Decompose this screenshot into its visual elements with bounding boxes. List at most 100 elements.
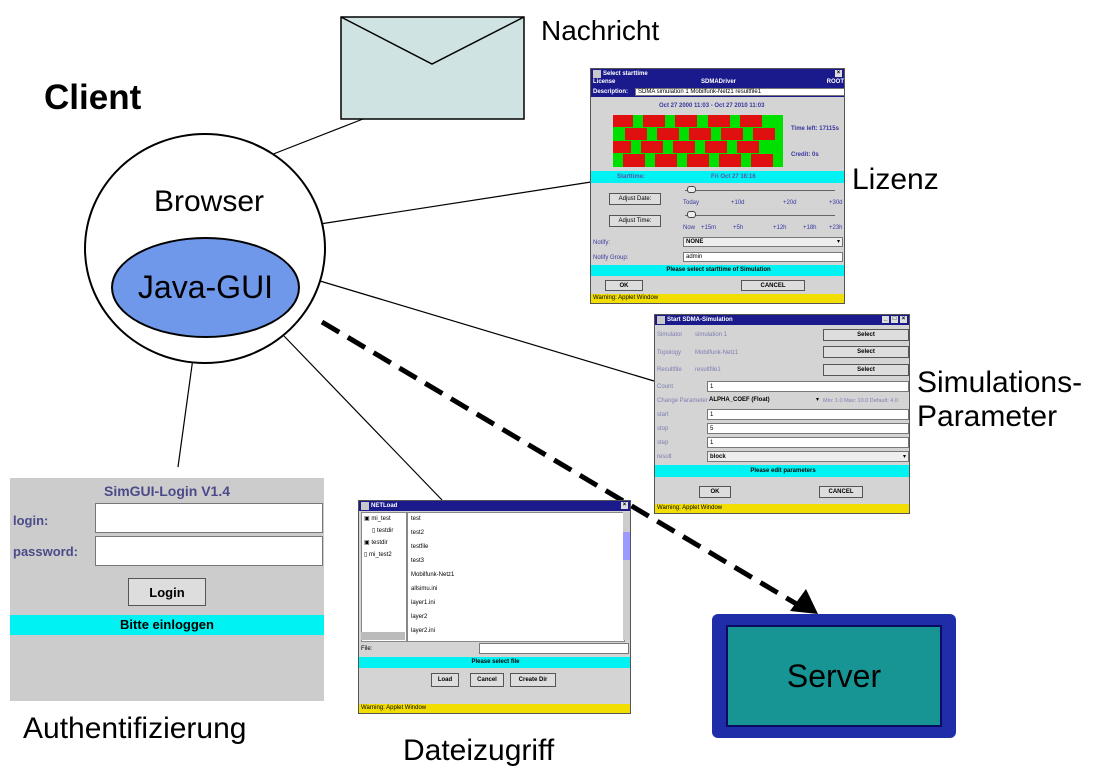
topology-select-button[interactable]: Select (823, 346, 909, 358)
result-value: block (710, 454, 726, 460)
timeline-chart (613, 115, 783, 167)
license-status: Please select starttime of Simulation (666, 267, 771, 273)
simulation-window: Start SDMA-Simulation _ □ × Simulator si… (654, 314, 910, 514)
list-item[interactable]: test (411, 516, 421, 522)
tree-label: mi_test2 (368, 552, 392, 558)
close-icon[interactable]: × (900, 316, 907, 323)
link-browser-nachricht (257, 118, 364, 161)
change-parameter-value: ALPHA_COEF (Float) (709, 397, 770, 403)
tree-scrollbar[interactable] (361, 632, 405, 640)
start-field[interactable]: 1 (707, 409, 909, 420)
java-gui-node: Java-GUI (111, 237, 300, 338)
file-list-scrollbar[interactable] (623, 512, 630, 640)
notify-select[interactable]: NONE ▾ (683, 237, 843, 247)
starttime-value: Fri Oct 27 16:16 (711, 174, 756, 180)
load-button[interactable]: Load (431, 673, 459, 687)
list-item[interactable]: layer1.ini (411, 600, 436, 606)
cancel-button[interactable]: Cancel (470, 673, 504, 687)
timeline-bars (613, 115, 775, 167)
resultfile-select-button[interactable]: Select (823, 364, 909, 376)
create-dir-button[interactable]: Create Dir (510, 673, 556, 687)
credit-text: Credit: 0s (791, 152, 819, 158)
link-browser-simulation (319, 280, 655, 382)
list-item[interactable]: layer2 (411, 614, 428, 620)
license-ok-button[interactable]: OK (605, 280, 643, 291)
date-range-text: Oct 27 2000 11:03 - Oct 27 2010 11:03 (659, 103, 765, 109)
file-label: File: (361, 646, 373, 652)
list-item[interactable]: testfile (411, 544, 429, 550)
description-label: Description: (593, 89, 629, 95)
license-window: Select starttime × License SDMADriver RO… (590, 68, 845, 304)
link-java-server (320, 319, 807, 612)
result-select[interactable]: block ▾ (707, 451, 909, 462)
date-slider[interactable] (685, 190, 835, 195)
list-item[interactable]: Mobilfunk-Netz1 (411, 572, 455, 578)
time-tick-5: +23h (829, 225, 843, 231)
password-label: password: (13, 544, 79, 559)
list-item[interactable]: layer2.ini (411, 628, 436, 634)
file-icon: ▯ (364, 552, 368, 558)
directory-tree: ▣ mi_test ▯ testdir ▣ testdir ▯ mi_test2 (361, 512, 407, 642)
stop-field[interactable]: 5 (707, 423, 909, 434)
notify-group-label: Notify Group: (593, 255, 629, 261)
simulation-cancel-button[interactable]: CANCEL (819, 486, 863, 498)
start-value: 1 (710, 412, 714, 418)
login-input[interactable] (95, 503, 323, 533)
adjust-date-button[interactable]: Adjust Date: (609, 193, 661, 205)
step-field[interactable]: 1 (707, 437, 909, 448)
result-label: result (657, 454, 672, 460)
root-label: ROOT (826, 79, 844, 85)
notify-group-field[interactable]: admin (683, 252, 843, 262)
tree-label: testdir (371, 540, 388, 546)
tree-item[interactable]: ▣ testdir (364, 539, 388, 546)
change-parameter-range: Min: 1.0 Max: 10.0 Default: 4.0 (823, 398, 898, 404)
label-dateizugriff: Dateizugriff (403, 734, 555, 767)
time-slider-thumb[interactable] (687, 211, 696, 218)
label-authentifizierung: Authentifizierung (23, 712, 247, 745)
time-tick-2: +5h (733, 225, 744, 231)
login-button[interactable]: Login (128, 578, 206, 606)
license-cancel-button[interactable]: CANCEL (741, 280, 805, 291)
time-tick-3: +12h (773, 225, 787, 231)
server-node: Server (712, 614, 956, 738)
date-tick-1: +10d (731, 200, 745, 206)
description-field[interactable]: SDMA simulation 1 Mobilfunk-Netz1 result… (635, 88, 844, 96)
password-input[interactable] (95, 536, 323, 566)
time-slider[interactable] (685, 215, 835, 220)
topology-label: Topology (657, 350, 682, 356)
maximize-icon[interactable]: □ (891, 316, 898, 323)
netload-window-title: NETLoad (371, 503, 398, 509)
simulation-ok-button[interactable]: OK (699, 486, 731, 498)
scrollbar-thumb[interactable] (623, 532, 630, 560)
step-label: step (657, 440, 669, 446)
date-slider-thumb[interactable] (687, 186, 696, 193)
file-list: test test2 testfile test3 Mobilfunk-Netz… (407, 512, 625, 642)
close-icon[interactable]: × (835, 70, 842, 77)
file-input[interactable] (479, 643, 629, 654)
link-browser-login (177, 357, 194, 468)
envelope-icon (340, 16, 525, 120)
tree-item[interactable]: ▯ mi_test2 (364, 551, 392, 558)
notify-value: NONE (686, 239, 704, 245)
list-item[interactable]: test2 (411, 530, 425, 536)
change-parameter-select[interactable]: ALPHA_COEF (Float) ▾ (707, 395, 821, 406)
stop-label: stop (657, 426, 669, 432)
java-gui-label: Java-GUI (137, 269, 274, 305)
simulator-select-button[interactable]: Select (823, 329, 909, 341)
change-parameter-label: Change Parameter (657, 398, 708, 404)
adjust-time-button[interactable]: Adjust Time: (609, 215, 661, 227)
simulation-status: Please edit parameters (750, 468, 816, 474)
label-simulations-parameter-line1: Simulations- (917, 366, 1083, 399)
minimize-icon[interactable]: _ (882, 316, 889, 323)
label-client: Client (44, 78, 142, 117)
time-tick-4: +18h (803, 225, 817, 231)
list-item[interactable]: test3 (411, 558, 425, 564)
list-item[interactable]: allsimu.ini (411, 586, 438, 592)
count-label: Count (657, 384, 674, 390)
label-lizenz: Lizenz (852, 163, 939, 196)
count-field[interactable]: 1 (707, 381, 909, 392)
tree-item[interactable]: ▣ mi_test (364, 515, 391, 522)
tree-item[interactable]: ▯ testdir (372, 527, 393, 534)
login-title: SimGUI-Login V1.4 (103, 483, 230, 499)
close-icon[interactable]: × (621, 502, 628, 509)
